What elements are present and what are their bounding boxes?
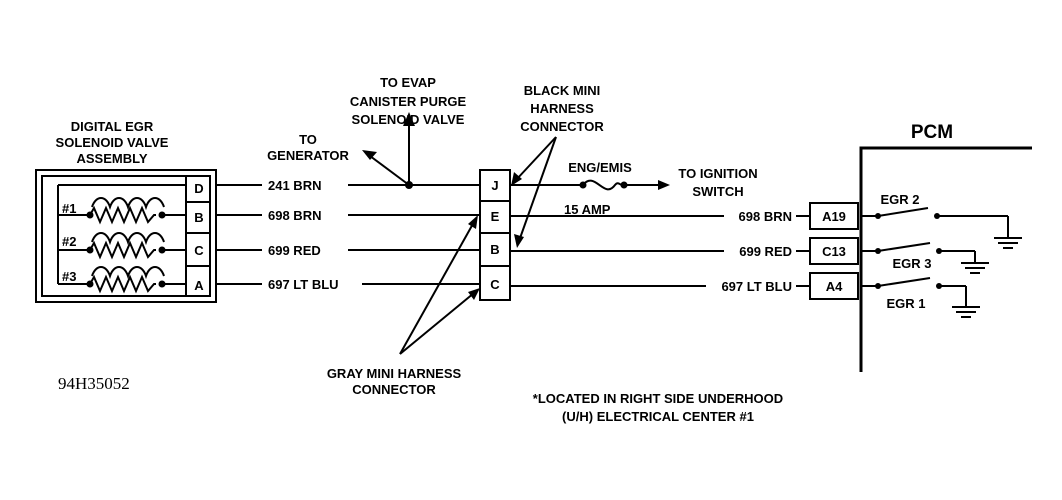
egr3-switch-label: EGR 3 [892, 256, 931, 271]
pcm-pin-a4: A4 [826, 279, 843, 294]
fuse-rating-label: 15 AMP [564, 202, 611, 217]
wire-698-brn-label: 698 BRN [268, 208, 321, 223]
mini-pin-j: J [491, 178, 498, 193]
mini-harness-connector [479, 169, 511, 301]
generator-label-2: GENERATOR [267, 148, 349, 163]
egr2-switch-label: EGR 2 [880, 192, 919, 207]
black-connector-label-2: HARNESS [530, 101, 594, 116]
mini-pin-e: E [491, 209, 500, 224]
footnote-line-2: (U/H) ELECTRICAL CENTER #1 [562, 409, 754, 424]
egr1-switch [861, 277, 980, 318]
egr-assembly-title-1: DIGITAL EGR [71, 119, 154, 134]
splice-node [362, 112, 415, 189]
coil-2-label: #2 [62, 234, 76, 249]
pcm-pin-c13: C13 [822, 244, 846, 259]
egr-assembly-box [35, 169, 217, 303]
coil-3-label: #3 [62, 269, 76, 284]
evap-label-3: SOLENOID VALVE [352, 112, 465, 127]
black-connector-label-1: BLACK MINI [524, 83, 601, 98]
pcm-pin-a19: A19 [822, 209, 846, 224]
wire-697-ltblu-label: 697 LT BLU [268, 277, 339, 292]
wire-697-ltblu-right-label: 697 LT BLU [721, 279, 792, 294]
coil-1 [86, 197, 186, 225]
ignition-label-1: TO IGNITION [678, 166, 757, 181]
gray-connector-label-1: GRAY MINI HARNESS [327, 366, 462, 381]
coil-2 [86, 232, 186, 260]
wire-241-brn-label: 241 BRN [268, 178, 321, 193]
pcm-title: PCM [911, 122, 953, 143]
black-connector-label-3: CONNECTOR [520, 119, 604, 134]
egr-pin-a: A [194, 278, 204, 293]
coil-3 [86, 266, 186, 294]
evap-label-2: CANISTER PURGE [350, 94, 467, 109]
egr1-switch-label: EGR 1 [886, 296, 925, 311]
wire-699-red-right-label: 699 RED [739, 244, 792, 259]
egr2-switch [861, 207, 1022, 249]
egr-pin-c: C [194, 243, 204, 258]
fuse-name-label: ENG/EMIS [568, 160, 632, 175]
egr-pin-d: D [194, 181, 203, 196]
pcm-pin-boxes [809, 202, 859, 300]
egr3-switch [861, 242, 989, 274]
egr-pin-b: B [194, 210, 203, 225]
evap-label-1: TO EVAP [380, 75, 436, 90]
left-wires [216, 184, 480, 285]
mini-pin-b: B [490, 242, 499, 257]
egr-pin-column [185, 176, 210, 296]
mini-pin-c: C [490, 277, 500, 292]
black-connector-arrows [511, 136, 557, 248]
ignition-wire [510, 179, 670, 191]
gray-connector-label-2: CONNECTOR [352, 382, 436, 397]
egr-assembly-title-3: ASSEMBLY [76, 151, 147, 166]
wire-699-red-label: 699 RED [268, 243, 321, 258]
egr-common-wire [57, 184, 186, 285]
pcm-outline [859, 146, 1032, 372]
footnote-line-1: *LOCATED IN RIGHT SIDE UNDERHOOD [533, 391, 783, 406]
ignition-label-2: SWITCH [692, 184, 743, 199]
wire-698-brn-right-label: 698 BRN [739, 209, 792, 224]
gray-connector-arrows [399, 215, 480, 355]
egr-assembly-title-2: SOLENOID VALVE [56, 135, 169, 150]
figure-id: 94H35052 [58, 374, 130, 393]
generator-label-1: TO [299, 132, 317, 147]
coil-1-label: #1 [62, 201, 76, 216]
